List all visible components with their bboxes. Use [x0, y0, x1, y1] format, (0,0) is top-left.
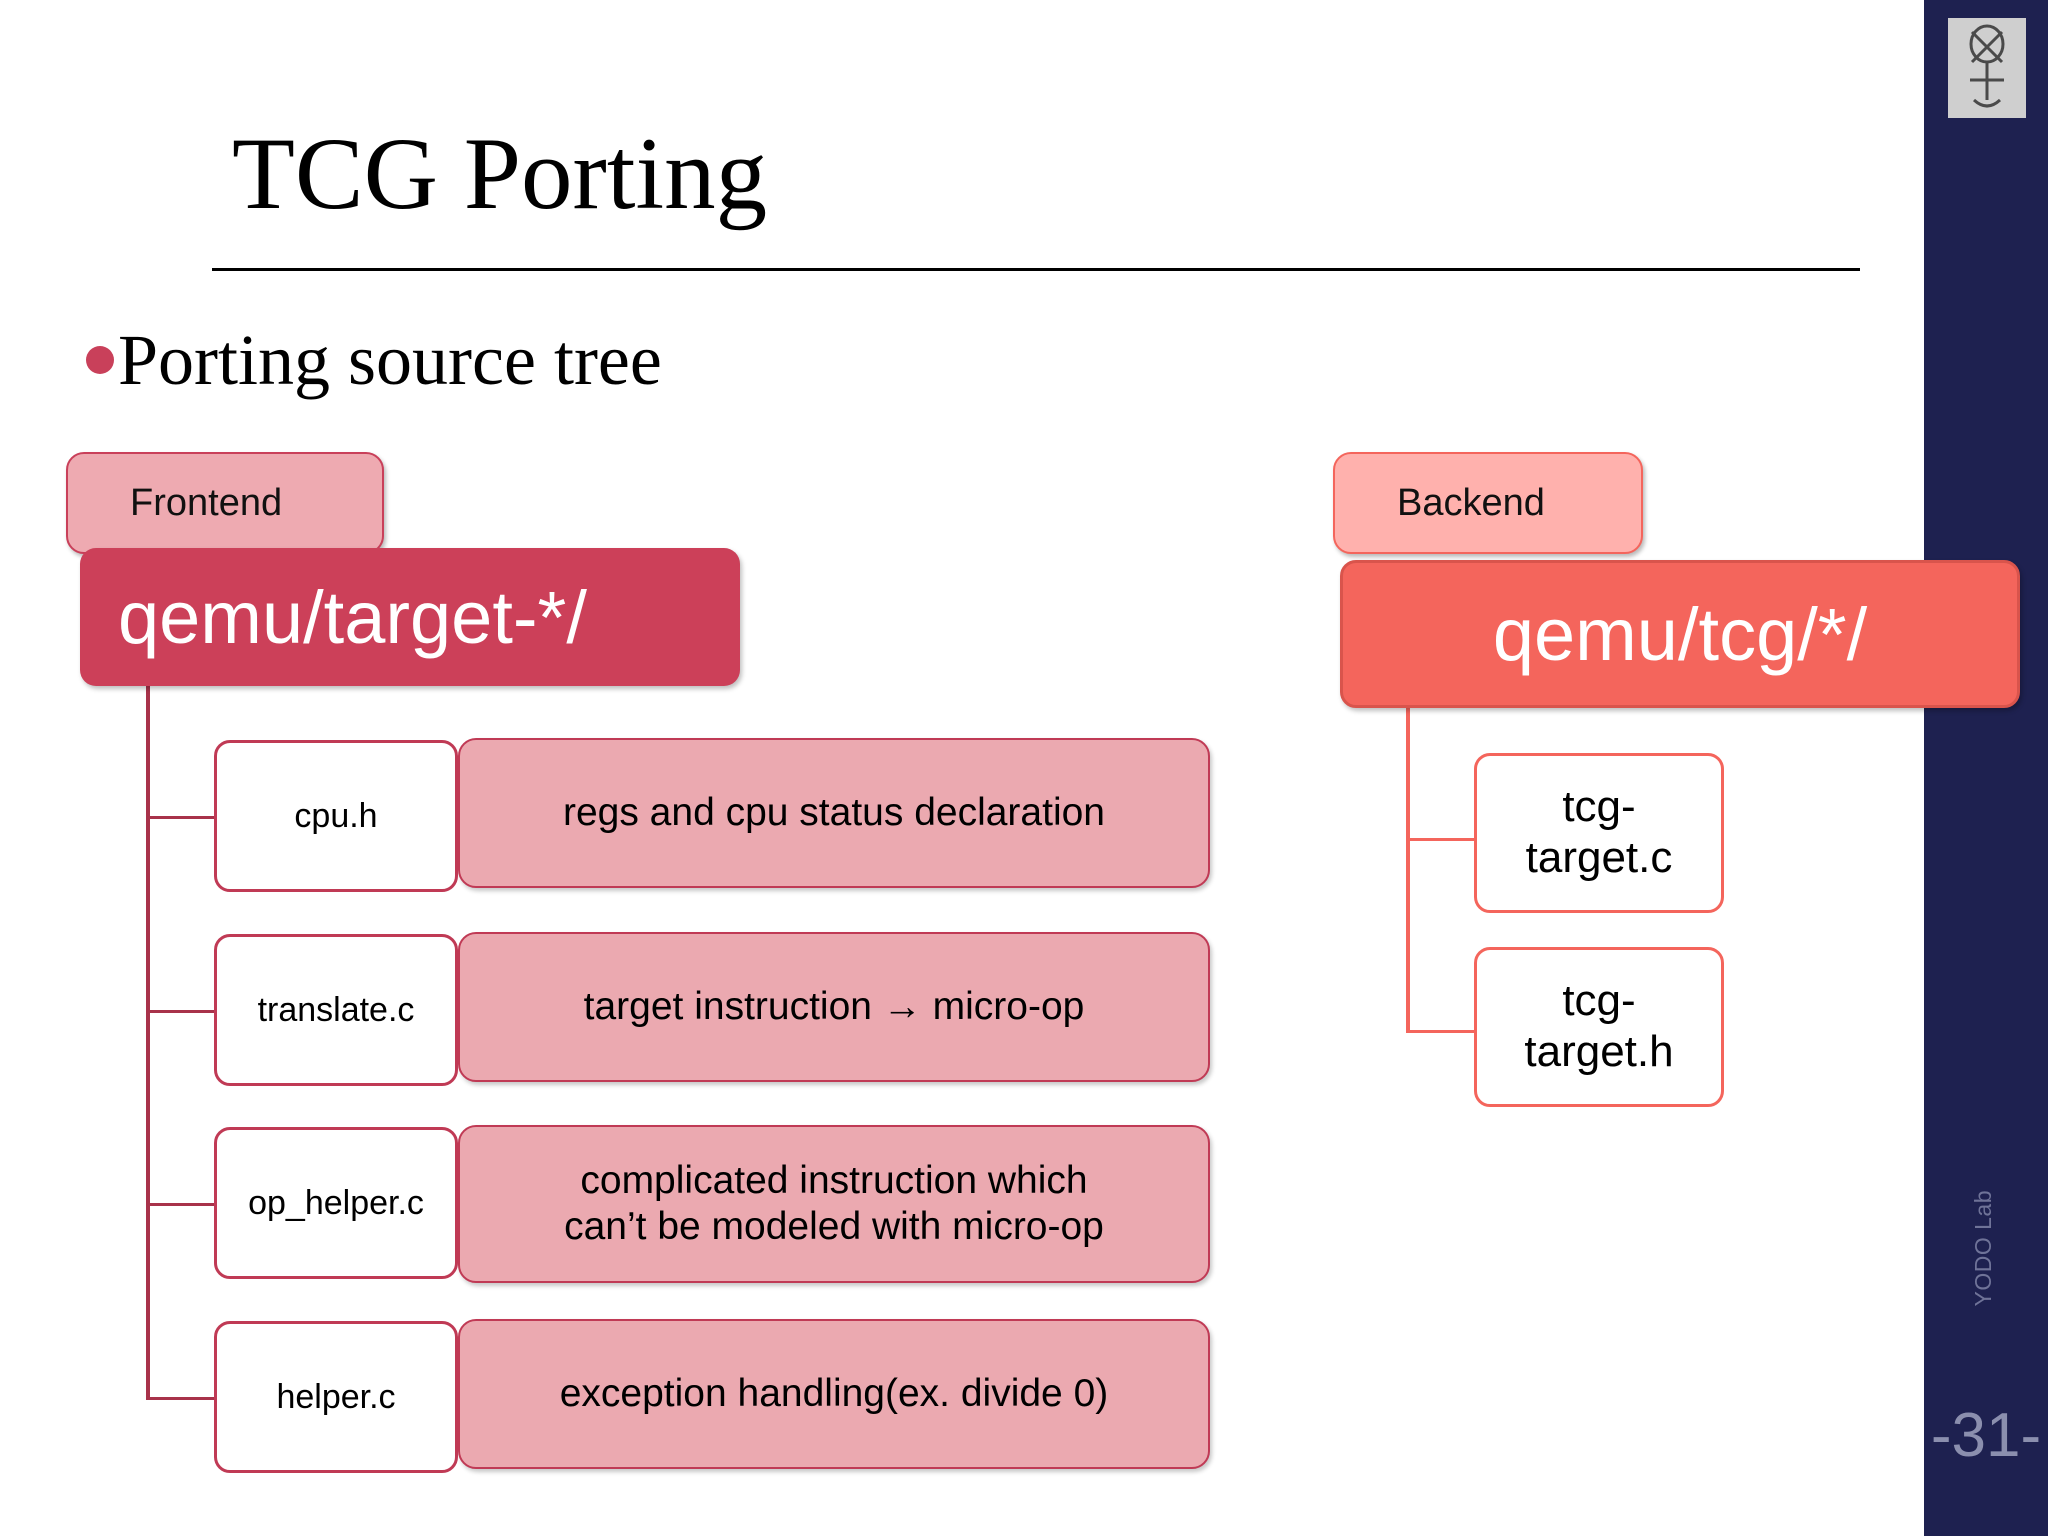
backend-branch-2: [1406, 1030, 1474, 1033]
frontend-branch-1: [146, 816, 214, 819]
file-name-line-2: target.c: [1525, 833, 1673, 882]
file-name-label: helper.c: [276, 1377, 396, 1416]
bullet-label: Porting source tree: [118, 320, 662, 400]
bullet-row: Porting source tree: [86, 324, 662, 396]
desc-box-op-helper-c: complicated instruction which can’t be m…: [458, 1125, 1210, 1283]
bullet-dot-icon: [86, 346, 114, 374]
lab-name-label: YODO Lab: [1970, 1190, 1996, 1307]
frontend-branch-4: [146, 1397, 214, 1400]
file-box-op-helper-c: op_helper.c: [214, 1127, 458, 1279]
file-name-line-1: tcg-: [1562, 782, 1636, 832]
desc-line-2: can’t be modeled with micro-op: [564, 1205, 1104, 1248]
file-name-label: op_helper.c: [248, 1183, 424, 1222]
file-name-line-2: target.h: [1524, 1027, 1674, 1076]
right-sidebar: YODO Lab -31-: [1924, 0, 2048, 1536]
desc-line: target instruction → micro-op: [583, 984, 1085, 1028]
file-box-tcg-target-c: tcg- target.c: [1474, 753, 1724, 913]
desc-line: exception handling(ex. divide 0): [559, 1371, 1109, 1415]
file-name-label: translate.c: [257, 990, 415, 1029]
file-box-tcg-target-h: tcg- target.h: [1474, 947, 1724, 1107]
file-box-translate-c: translate.c: [214, 934, 458, 1086]
file-name-line-1: tcg-: [1562, 976, 1636, 1026]
page-title: TCG Porting: [232, 117, 768, 231]
desc-box-helper-c: exception handling(ex. divide 0): [458, 1319, 1210, 1469]
frontend-trunk-line: [146, 686, 150, 1400]
backend-trunk-line: [1406, 708, 1410, 1033]
backend-tab: Backend: [1333, 452, 1643, 554]
frontend-branch-3: [146, 1203, 214, 1206]
frontend-root-box: qemu/target-*/: [80, 548, 740, 686]
lab-logo: [1948, 18, 2026, 118]
frontend-tab: Frontend: [66, 452, 384, 554]
frontend-branch-2: [146, 1010, 214, 1013]
desc-box-cpu-h: regs and cpu status declaration: [458, 738, 1210, 888]
desc-line: regs and cpu status declaration: [562, 790, 1105, 834]
desc-line-1: complicated instruction which: [580, 1158, 1088, 1202]
file-name-label: cpu.h: [294, 796, 378, 835]
page-number: -31-: [1930, 1401, 2042, 1470]
backend-root-box: qemu/tcg/*/: [1340, 560, 2020, 708]
desc-box-translate-c: target instruction → micro-op: [458, 932, 1210, 1082]
title-divider: [212, 268, 1860, 271]
lab-logo-glyph: [1969, 24, 2005, 108]
backend-branch-1: [1406, 838, 1474, 841]
file-box-helper-c: helper.c: [214, 1321, 458, 1473]
file-box-cpu-h: cpu.h: [214, 740, 458, 892]
